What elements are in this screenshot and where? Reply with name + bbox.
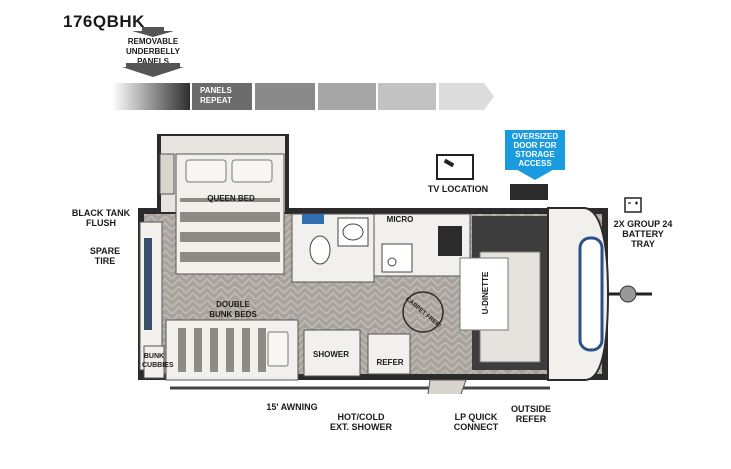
awning-label: 15' AWNING: [266, 402, 318, 412]
shower-label: SHOWER: [313, 350, 349, 359]
underbelly-panels-bar: [112, 83, 494, 110]
oversized-door-arrow-icon: [514, 168, 556, 180]
underbelly-arrows-icon: [122, 27, 184, 77]
floorplan-drawing: [138, 134, 652, 394]
hot-cold-shower-label: HOT/COLD EXT. SHOWER: [329, 412, 392, 432]
lp-quick-connect-label: LP QUICK CONNECT: [453, 412, 499, 432]
battery-icon: [624, 197, 642, 213]
oversized-door-callout: OVERSIZED DOOR FOR STORAGE ACCESS: [505, 130, 565, 170]
battery-tray-label: 2X GROUP 24 BATTERY TRAY: [613, 219, 673, 249]
tv-icon: [436, 154, 474, 180]
panels-repeat-label: PANELS REPEAT: [200, 86, 232, 105]
tv-location-label: TV LOCATION: [427, 184, 489, 194]
bunk-cubbies-label: BUNK CUBBIES: [142, 353, 174, 369]
refer-label: REFER: [376, 358, 404, 367]
double-bunk-beds-label: DOUBLE BUNK BEDS: [209, 300, 257, 319]
micro-label: MICRO: [386, 215, 414, 224]
outside-refer-label: OUTSIDE REFER: [510, 404, 551, 424]
model-number: 176QBHK: [63, 12, 145, 31]
spare-tire-label: SPARE TIRE: [89, 246, 121, 266]
removable-underbelly-label: REMOVABLE UNDERBELLY PANELS: [126, 37, 180, 66]
u-dinette-label: U-DINETTE: [481, 271, 490, 315]
queen-bed-label: QUEEN BED: [207, 194, 255, 203]
black-tank-flush-label: BLACK TANK FLUSH: [71, 208, 131, 228]
